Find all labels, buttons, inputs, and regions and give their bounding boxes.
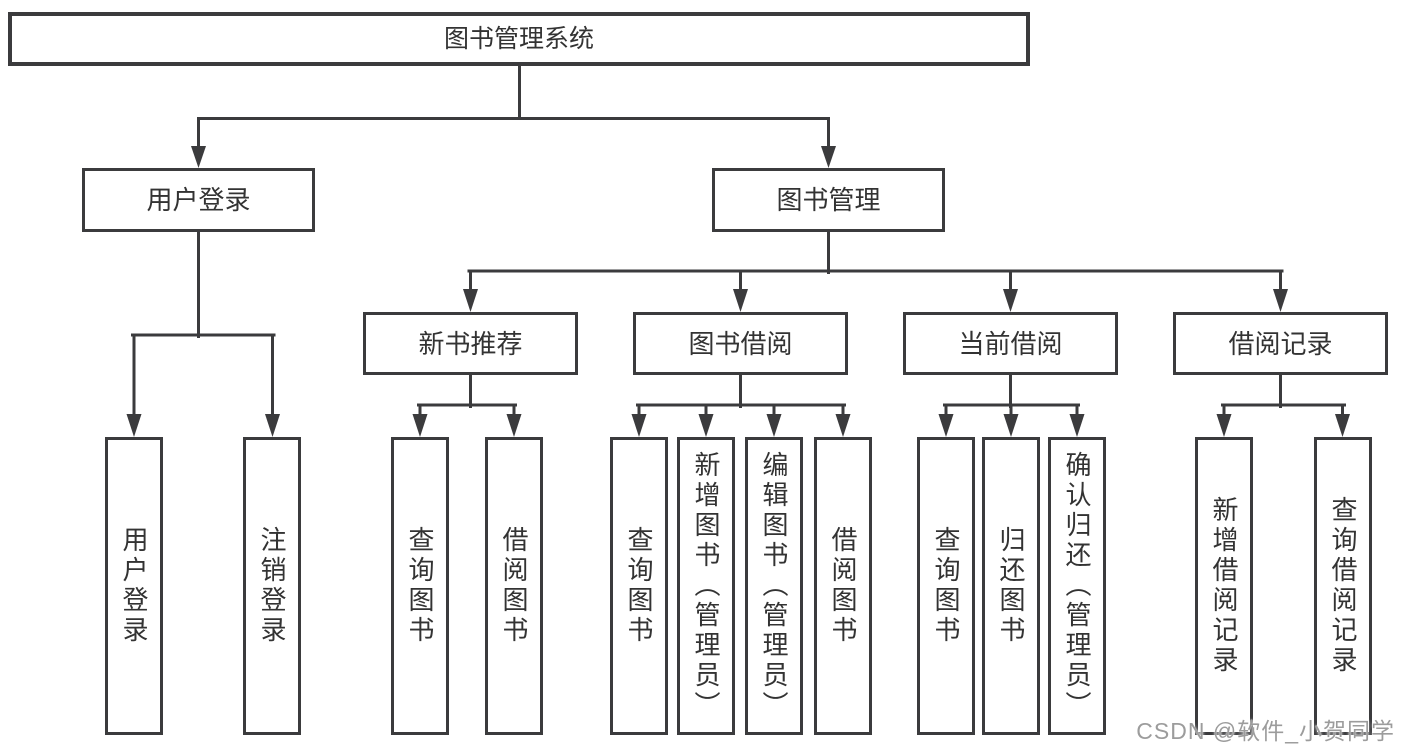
edge-recommendation-to-leaves (417, 373, 517, 418)
node-new-book-recommendation: 新书推荐 (363, 312, 578, 375)
watermark: CSDN @软件_小贺同学 (1136, 718, 1395, 744)
arrowheads (126, 146, 1350, 437)
leaf-logout: 注销登录 (243, 437, 301, 735)
leaf-recommend-borrow-books: 借阅图书 (485, 437, 543, 735)
edge-root-to-level2 (197, 64, 830, 149)
edge-records-to-leaves (1221, 373, 1346, 418)
edge-book-management-to-level3 (467, 230, 1284, 293)
edge-current-to-leaves (943, 373, 1080, 418)
leaf-recommend-query-books: 查询图书 (391, 437, 449, 735)
edge-borrowing-to-leaves (636, 373, 846, 418)
node-user-login: 用户登录 (82, 168, 315, 232)
leaf-borrowing-edit-books-admin: 编辑图书（管理员） (745, 437, 803, 735)
node-book-management: 图书管理 (712, 168, 945, 232)
node-current-borrowing: 当前借阅 (903, 312, 1118, 375)
node-borrowing-records: 借阅记录 (1173, 312, 1388, 375)
leaf-current-query-books: 查询图书 (917, 437, 975, 735)
leaf-borrowing-add-books-admin: 新增图书（管理员） (677, 437, 735, 735)
leaf-borrowing-borrow-books: 借阅图书 (814, 437, 872, 735)
node-library-system: 图书管理系统 (8, 12, 1030, 66)
leaf-records-query-borrow-record: 查询借阅记录 (1314, 437, 1372, 735)
leaf-records-add-borrow-record: 新增借阅记录 (1195, 437, 1253, 735)
leaf-current-return-books: 归还图书 (982, 437, 1040, 735)
edge-user-login-to-leaves (131, 230, 276, 418)
node-book-borrowing: 图书借阅 (633, 312, 848, 375)
leaf-user-login: 用户登录 (105, 437, 163, 735)
leaf-borrowing-query-books: 查询图书 (610, 437, 668, 735)
leaf-current-confirm-return-admin: 确认归还（管理员） (1048, 437, 1106, 735)
